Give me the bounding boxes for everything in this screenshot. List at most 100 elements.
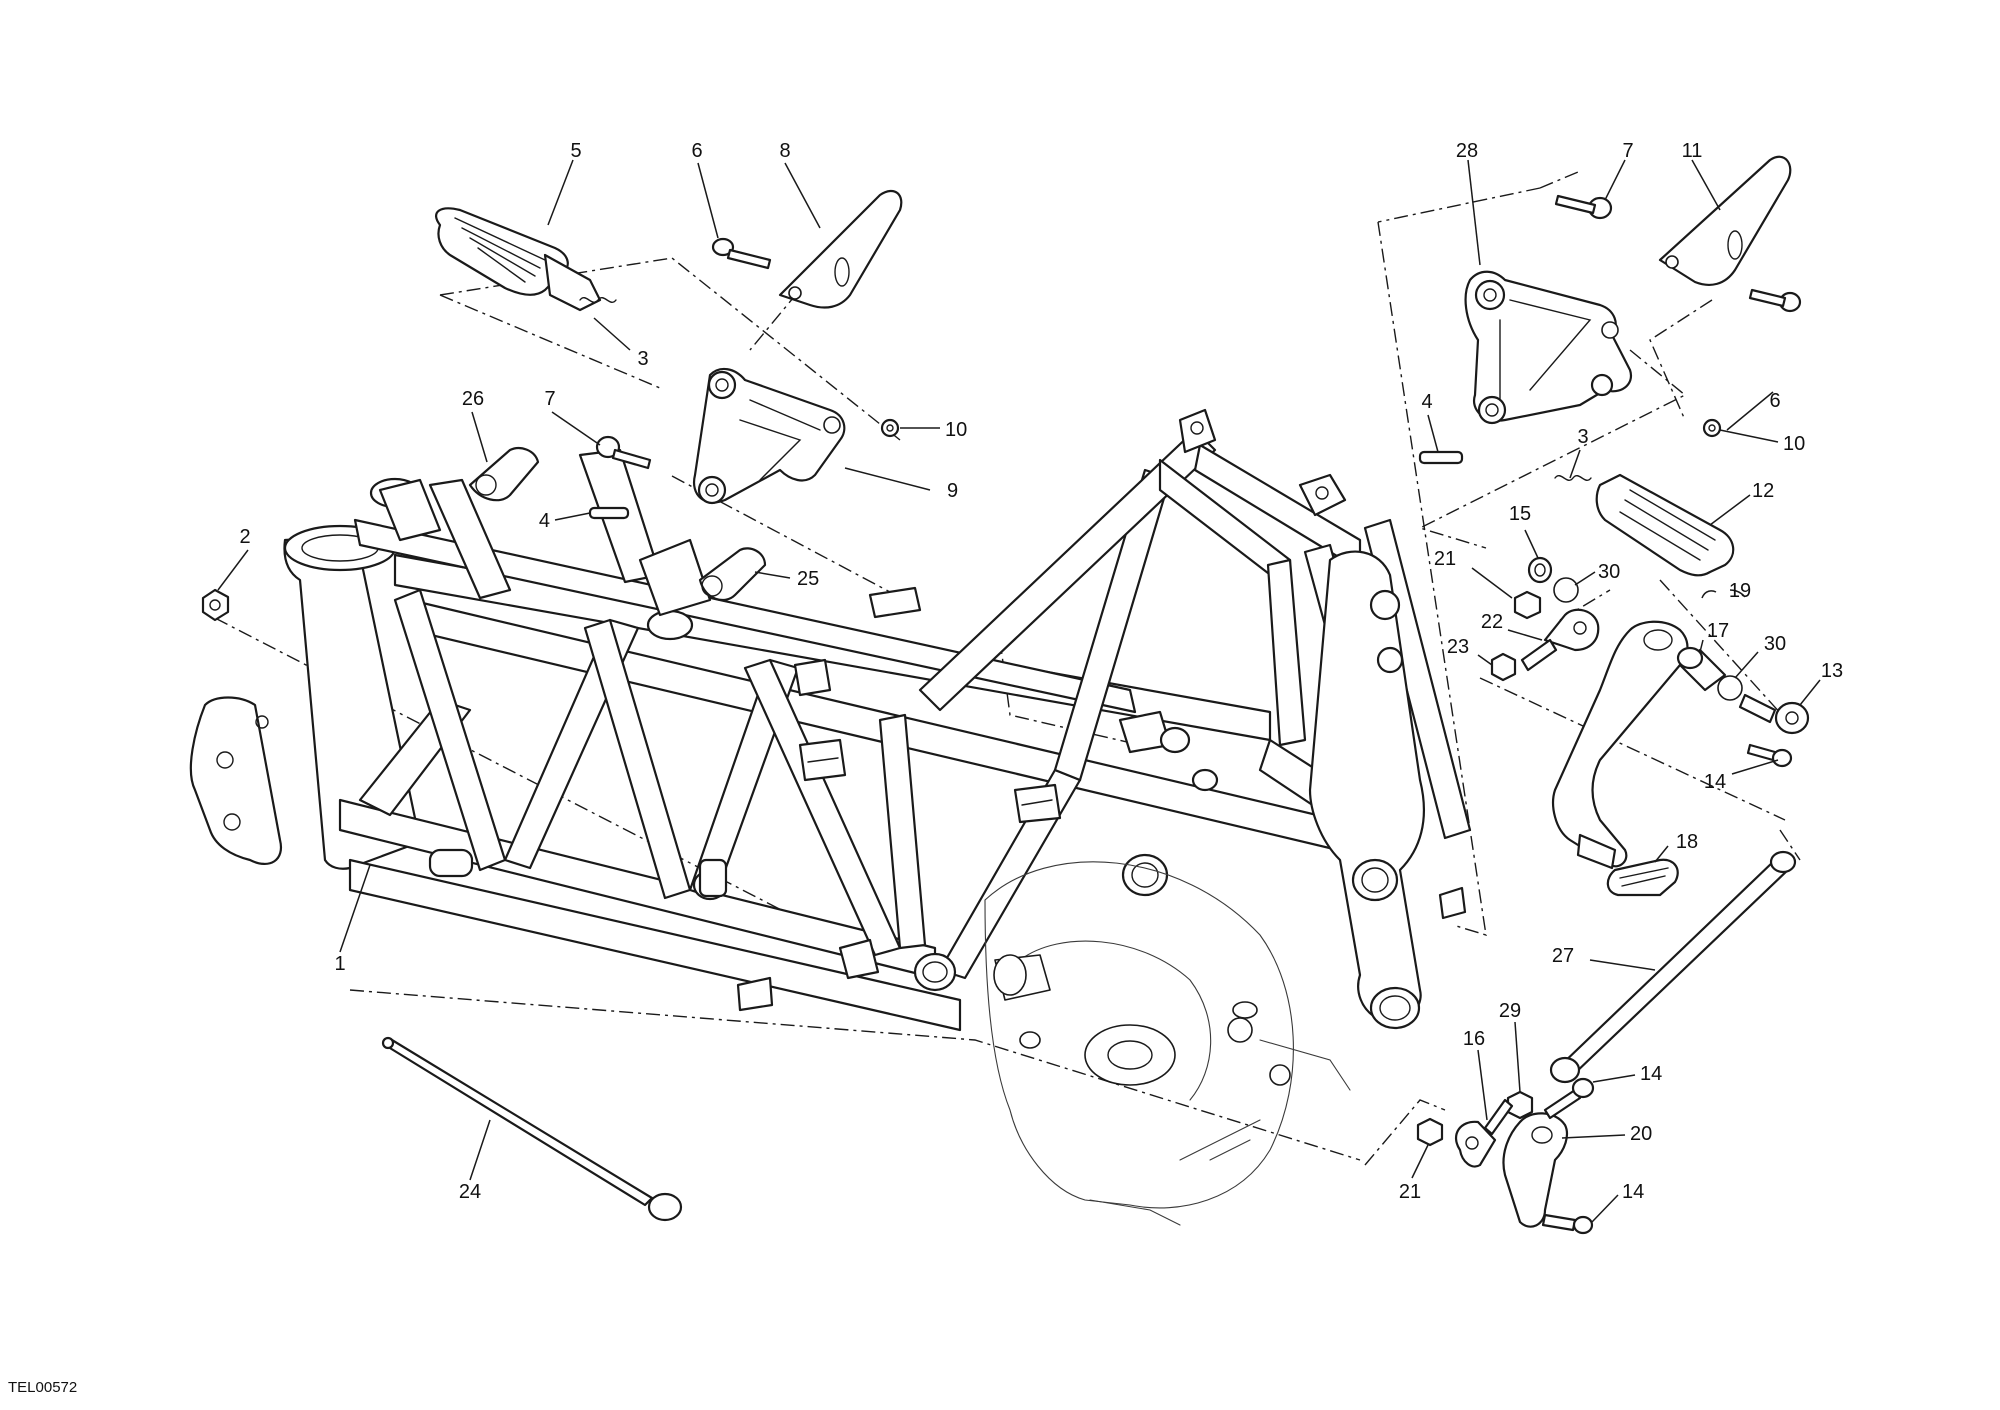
right-footpeg-spring (1554, 475, 1592, 481)
right-footpeg-rubber (1595, 473, 1735, 577)
left-heel-guard (778, 189, 903, 309)
callout-30-upper: 30 (1598, 561, 1620, 583)
upper-tab (1178, 408, 1217, 454)
brake-pedal-lever (1552, 620, 1689, 868)
callout-29: 29 (1499, 1000, 1521, 1022)
callout-20: 20 (1630, 1123, 1652, 1145)
trellis-frame (189, 408, 1472, 1032)
callout-6-left: 6 (691, 140, 702, 162)
brake-pedal-washer (1527, 556, 1553, 584)
trellis-tube (938, 768, 1082, 980)
weld-bracket (838, 938, 880, 980)
brake-pedal-rubber (1606, 858, 1679, 897)
cable-clip (868, 586, 922, 619)
right-bracket-bolt (1554, 194, 1613, 220)
trellis-tube (878, 713, 927, 950)
callout-15: 15 (1509, 503, 1531, 525)
right-guard-bolt (1748, 288, 1802, 313)
bottom-rail (348, 858, 962, 1032)
weld-bracket (1438, 886, 1467, 920)
trellis-tube (743, 658, 902, 957)
circlip (1553, 577, 1579, 603)
right-footpeg-pin (1418, 450, 1464, 465)
swingarm-pivot-boss (1351, 858, 1399, 902)
callout-21-upper: 21 (1434, 548, 1456, 570)
left-bracket-nut (880, 418, 900, 438)
lower-pivot-boss (1369, 986, 1421, 1030)
callout-13: 13 (1821, 660, 1843, 682)
right-footpeg-assembly (1416, 155, 1810, 1235)
engine-outline (984, 861, 1351, 1226)
callout-28: 28 (1456, 140, 1478, 162)
frame-spacer (428, 848, 474, 878)
left-guard-bolt (711, 237, 772, 270)
callout-5: 5 (570, 140, 581, 162)
callout-18: 18 (1676, 831, 1698, 853)
shift-lever-screw-lower (1541, 1213, 1594, 1235)
top-rail-upper (353, 518, 1137, 714)
callout-9: 9 (947, 480, 958, 502)
callout-26: 26 (462, 388, 484, 410)
left-bracket-bolt (595, 435, 652, 470)
circlip (1717, 675, 1743, 701)
callout-1: 1 (334, 953, 345, 975)
callout-10-right: 10 (1783, 433, 1805, 455)
weld-bracket (1013, 783, 1062, 824)
upper-tab (1298, 473, 1347, 517)
right-heel-guard (1658, 155, 1792, 286)
trellis-tube (918, 428, 1217, 712)
right-bracket-nut (1702, 418, 1722, 438)
lower-boss (913, 952, 957, 992)
callout-19: 19 (1729, 580, 1751, 602)
callout-16: 16 (1463, 1028, 1485, 1050)
shift-lever-screw-upper (1543, 1077, 1595, 1120)
callout-14-lower: 14 (1622, 1181, 1644, 1203)
callout-3-right: 3 (1577, 426, 1588, 448)
callout-labels: 5 6 8 3 26 7 10 9 4 25 2 1 24 28 7 11 6 … (8, 140, 1843, 1396)
right-peg-bracket (1464, 270, 1633, 422)
callout-11: 11 (1682, 140, 1703, 162)
callout-4-left: 4 (539, 510, 550, 532)
callout-23: 23 (1447, 636, 1469, 658)
frame-spacer (698, 858, 728, 898)
callout-21-lower: 21 (1399, 1181, 1421, 1203)
footpeg-spring (579, 297, 617, 303)
callout-25: 25 (797, 568, 819, 590)
callout-22: 22 (1481, 611, 1503, 633)
callout-8: 8 (779, 140, 790, 162)
engine-mount-through-bolt (381, 1036, 683, 1222)
pedal-screw (1746, 743, 1793, 768)
callout-10-left: 10 (945, 419, 967, 441)
shift-rod-end (1454, 1120, 1497, 1168)
callout-30-lower: 30 (1764, 633, 1786, 655)
left-footpeg-assembly (435, 189, 922, 619)
callout-7-right: 7 (1622, 140, 1633, 162)
rod-nut (1513, 590, 1542, 620)
callout-12: 12 (1752, 480, 1774, 502)
trellis-tube (1266, 558, 1307, 747)
lock-nut (1490, 652, 1517, 682)
steering-head-nut (201, 588, 230, 622)
callout-6-right: 6 (1769, 390, 1780, 412)
weld-bracket (793, 658, 832, 697)
leader-lines (217, 159, 1821, 1223)
pedal-pivot-bolt (1738, 693, 1810, 735)
cross-tube-upper (428, 478, 512, 600)
shift-rod (1556, 858, 1792, 1077)
callout-4-right: 4 (1421, 391, 1432, 413)
weld-bracket (736, 976, 774, 1012)
rod-end-nut (1416, 1117, 1444, 1147)
callout-2: 2 (239, 526, 250, 548)
drawing-code: TEL00572 (8, 1379, 77, 1396)
mount-bushing-26 (468, 446, 540, 502)
pivot-boss (1121, 853, 1169, 897)
callout-14-upper: 14 (1640, 1063, 1662, 1085)
front-mount-plate (189, 696, 283, 866)
callout-27: 27 (1552, 945, 1574, 967)
shift-lever-20 (1502, 1112, 1569, 1228)
callout-24: 24 (459, 1181, 481, 1203)
rod-end (1543, 608, 1600, 652)
callout-3-left: 3 (637, 348, 648, 370)
